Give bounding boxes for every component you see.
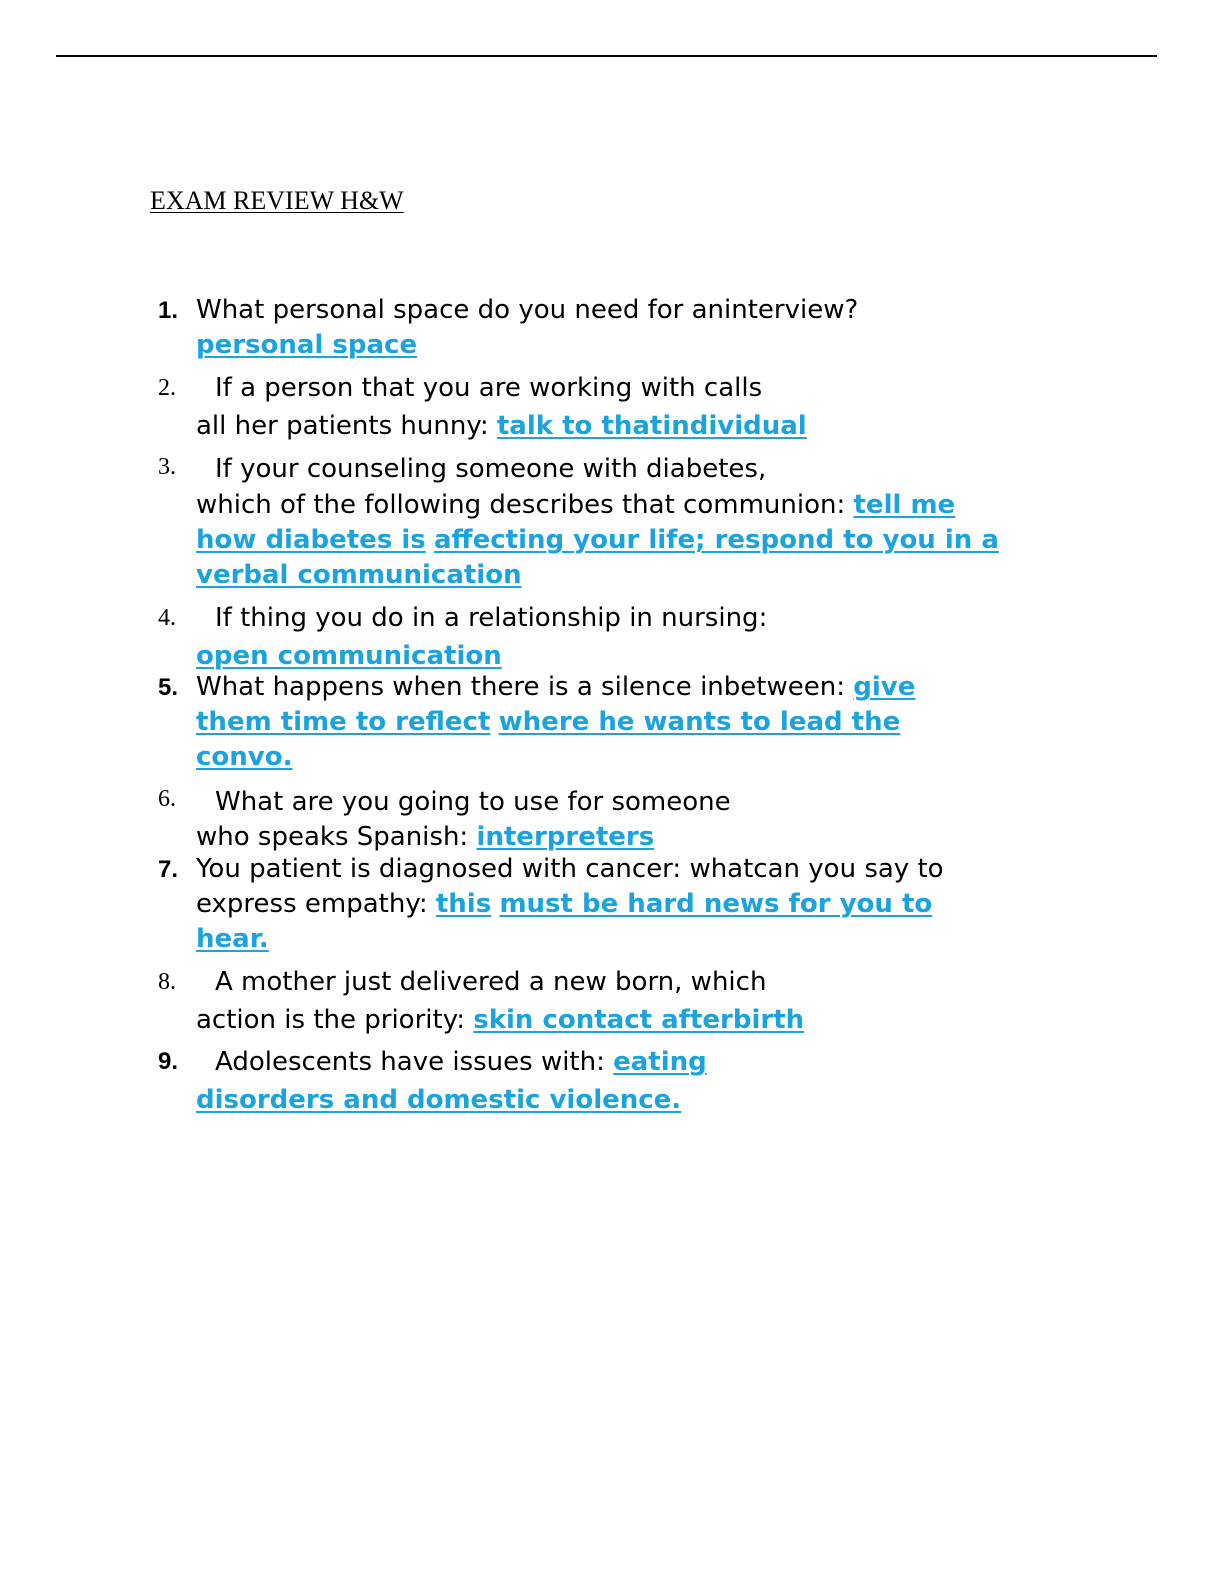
question-text: Adolescents have issues with: xyxy=(215,1047,614,1077)
question-3: 3. If your counseling someone with diabe… xyxy=(158,450,1058,593)
answer: how diabetes is xyxy=(196,525,426,555)
document-title: EXAM REVIEW H&W xyxy=(150,186,404,215)
question-text: who speaks Spanish: xyxy=(196,822,477,852)
question-number: 6. xyxy=(158,786,176,812)
question-text: What happens when there is a silence inb… xyxy=(196,672,854,702)
question-text: What personal space do you need for anin… xyxy=(196,295,859,325)
question-text: If a person that you are working with ca… xyxy=(215,373,763,403)
answer: disorders and domestic violence. xyxy=(196,1085,682,1115)
question-5: 5. What happens when there is a silence … xyxy=(158,670,1058,775)
question-7: 7. You patient is diagnosed with cancer:… xyxy=(158,852,1058,957)
question-number: 9. xyxy=(158,1048,179,1075)
question-text: If thing you do in a relationship in nur… xyxy=(215,603,768,633)
question-number: 2. xyxy=(158,375,176,401)
question-1: 1. What personal space do you need for a… xyxy=(158,293,1058,363)
question-text: which of the following describes that co… xyxy=(196,490,854,520)
question-text: A mother just delivered a new born, whic… xyxy=(215,967,767,997)
question-number: 4. xyxy=(158,605,176,631)
top-rule xyxy=(56,55,1157,57)
answer: give xyxy=(853,672,916,702)
question-9: 9. Adolescents have issues with: eating … xyxy=(158,1043,1058,1119)
question-6: 6. What are you going to use for someone… xyxy=(158,783,1058,853)
question-text: express empathy: xyxy=(196,889,436,919)
answer: personal space xyxy=(196,330,418,360)
answer: this xyxy=(435,889,492,919)
question-number: 3. xyxy=(158,454,176,480)
answer: hear. xyxy=(196,924,269,954)
question-2: 2. If a person that you are working with… xyxy=(158,369,1058,445)
answer: them time to reflect xyxy=(196,707,491,737)
answer: verbal communication xyxy=(196,560,522,590)
answer: skin contact afterbirth xyxy=(473,1005,805,1035)
question-8: 8. A mother just delivered a new born, w… xyxy=(158,963,1058,1039)
answer: eating xyxy=(613,1047,707,1077)
answer: must be hard news for you to xyxy=(499,889,933,919)
answer: open communication xyxy=(196,641,502,671)
question-text: action is the priority: xyxy=(196,1005,474,1035)
question-number: 5. xyxy=(158,674,179,701)
question-number: 7. xyxy=(158,856,179,883)
question-text: You patient is diagnosed with cancer: wh… xyxy=(196,854,944,884)
answer: interpreters xyxy=(476,822,655,852)
question-text: all her patients hunny: xyxy=(196,411,497,441)
answer: where he wants to lead the xyxy=(498,707,901,737)
question-4: 4. If thing you do in a relationship in … xyxy=(158,599,1058,675)
question-text: If your counseling someone with diabetes… xyxy=(215,454,767,484)
question-number: 1. xyxy=(158,297,179,324)
answer: affecting your life; respond to you in a xyxy=(434,525,999,555)
answer: convo. xyxy=(196,742,293,772)
answer: talk to thatindividual xyxy=(496,411,807,441)
question-number: 8. xyxy=(158,969,176,995)
question-text: What are you going to use for someone xyxy=(215,787,731,817)
answer: tell me xyxy=(853,490,956,520)
